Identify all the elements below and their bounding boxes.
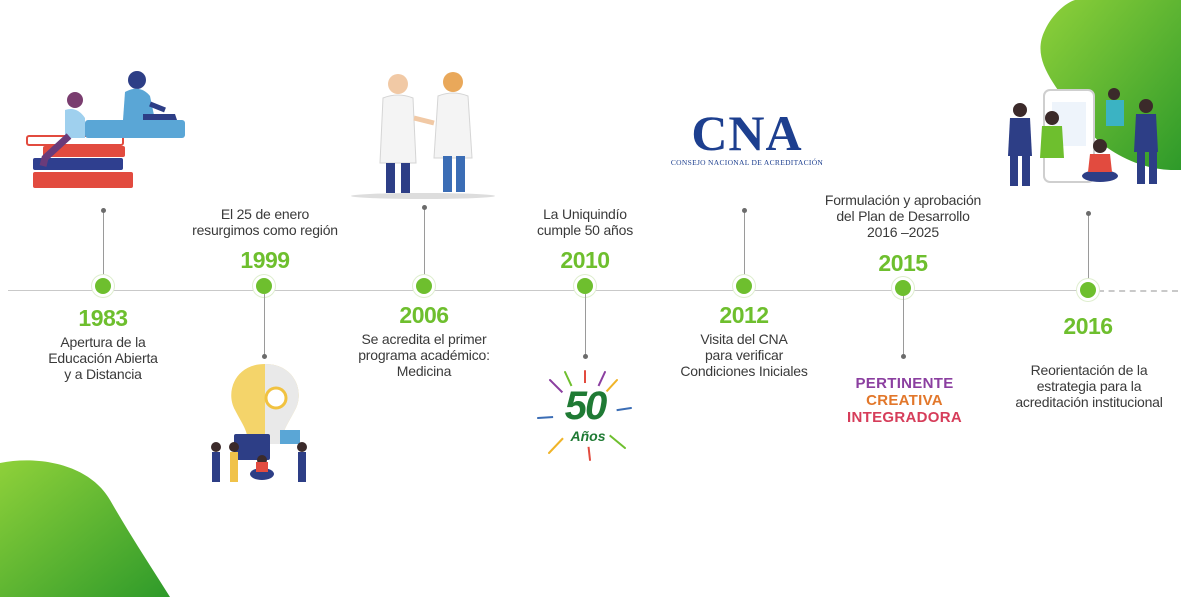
timeline-node-2010 (577, 278, 593, 294)
year-2012: 2012 (719, 302, 769, 328)
timeline-node-1983 (95, 278, 111, 294)
firework-burst-icon (537, 370, 632, 461)
timeline-node-2015 (895, 280, 911, 296)
connector-tip-2015 (901, 354, 906, 359)
year-1999: 1999 (240, 247, 290, 273)
connector-tip-2012 (742, 208, 747, 213)
timeline-node-2012 (736, 278, 752, 294)
connector-2015 (903, 296, 904, 356)
year-2016: 2016 (1063, 313, 1113, 339)
anniversary-word: Años (570, 428, 606, 444)
timeline-node-2006 (416, 278, 432, 294)
cna-logo: CNA CONSEJO NACIONAL DE ACREDITACIÓN (662, 108, 832, 167)
anniversary-number: 50 (564, 384, 608, 428)
connector-2012 (744, 211, 745, 283)
illustration-doctors (351, 72, 495, 199)
illustration-team-strategy (1008, 88, 1158, 186)
connector-tip-2016 (1086, 211, 1091, 216)
connector-2006 (424, 208, 425, 283)
slogan-line-2: CREATIVA (866, 392, 943, 409)
timeline-axis-dashed-end (1098, 290, 1178, 292)
connector-tip-1999 (262, 354, 267, 359)
slogan-line-3: INTEGRADORA (847, 409, 962, 426)
green-blob-bottom-left (0, 460, 170, 597)
year-2006: 2006 (399, 302, 449, 328)
connector-tip-1983 (101, 208, 106, 213)
connector-2016 (1088, 214, 1089, 283)
year-1983: 1983 (78, 305, 128, 331)
timeline-node-1999 (256, 278, 272, 294)
slogan: PERTINENTE CREATIVA INTEGRADORA (842, 375, 967, 426)
connector-1999 (264, 294, 265, 356)
timeline-node-2016 (1080, 282, 1096, 298)
illustration-lightbulb-team (211, 364, 307, 482)
slogan-line-1: PERTINENTE (855, 375, 954, 392)
timeline-axis (8, 290, 1098, 291)
connector-2010 (585, 294, 586, 356)
connector-tip-2006 (422, 205, 427, 210)
connector-1983 (103, 211, 104, 283)
year-2010: 2010 (560, 247, 610, 273)
cna-logo-subtitle: CONSEJO NACIONAL DE ACREDITACIÓN (670, 158, 824, 167)
illustration-students-on-books (26, 71, 185, 188)
connector-tip-2010 (583, 354, 588, 359)
year-2015: 2015 (878, 250, 928, 276)
anniversary-badge: 50 Años (535, 368, 635, 463)
cna-logo-word: CNA (691, 105, 803, 161)
